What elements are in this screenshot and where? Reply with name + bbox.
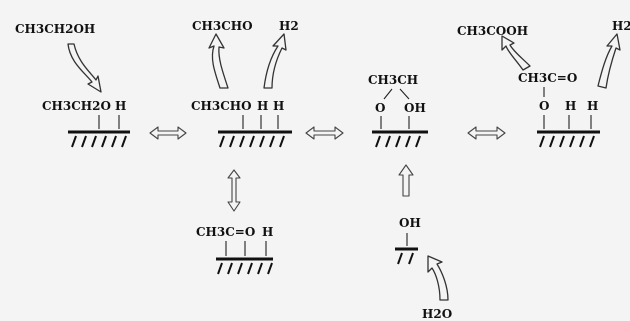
acyl-label: CH3C=O <box>196 225 255 239</box>
diolate-top-label: CH3CH <box>368 73 418 87</box>
equilibrium-arrow-vertical <box>227 169 241 212</box>
surface-hatch-1 <box>71 135 127 148</box>
acetic-acid-desorption-arrow <box>501 35 531 71</box>
diolate-bond-left <box>383 88 393 100</box>
surface-hatch-5 <box>539 135 595 148</box>
acetate-top-label: CH3C=O <box>518 71 577 85</box>
diolate-o-label: O <box>375 101 385 115</box>
surface-hatch-6 <box>397 252 414 265</box>
surface-hatch-4 <box>375 135 421 148</box>
hydrogen-gas-label-2: H2 <box>612 19 630 33</box>
ethanol-label: CH3CH2OH <box>15 22 95 36</box>
equilibrium-arrow-3 <box>467 126 506 140</box>
up-arrow <box>398 164 414 197</box>
hydrogen-desorption-arrow-2 <box>597 33 621 89</box>
hydroxyl-label: OH <box>399 216 421 230</box>
surface-hatch-2 <box>219 135 285 148</box>
acyl-h-label: H <box>262 225 273 239</box>
equilibrium-arrow-2 <box>305 126 344 140</box>
aldehyde-label: CH3CHO <box>191 99 252 113</box>
acetaldehyde-desorption-arrow <box>208 33 229 89</box>
hydrogen-gas-label-1: H2 <box>279 19 299 33</box>
water-label: H2O <box>422 307 452 321</box>
acetate-h-label-2: H <box>587 99 598 113</box>
diolate-oh-label: OH <box>404 101 426 115</box>
aldehyde-h-label-2: H <box>273 99 284 113</box>
acetate-h-label-1: H <box>565 99 576 113</box>
water-adsorption-arrow <box>427 255 449 301</box>
diolate-bond-right <box>399 88 410 100</box>
aldehyde-h-label-1: H <box>257 99 268 113</box>
acetic-acid-label: CH3COOH <box>457 24 528 38</box>
ethoxy-h-label: H <box>115 99 126 113</box>
ethanol-adsorption-arrow <box>67 43 102 93</box>
surface-hatch-3 <box>217 262 273 275</box>
equilibrium-arrow-1 <box>149 126 187 140</box>
ethoxy-label: CH3CH2O <box>42 99 111 113</box>
hydrogen-desorption-arrow-1 <box>263 33 287 89</box>
acetate-o-label: O <box>539 99 549 113</box>
acetaldehyde-gas-label: CH3CHO <box>192 19 253 33</box>
